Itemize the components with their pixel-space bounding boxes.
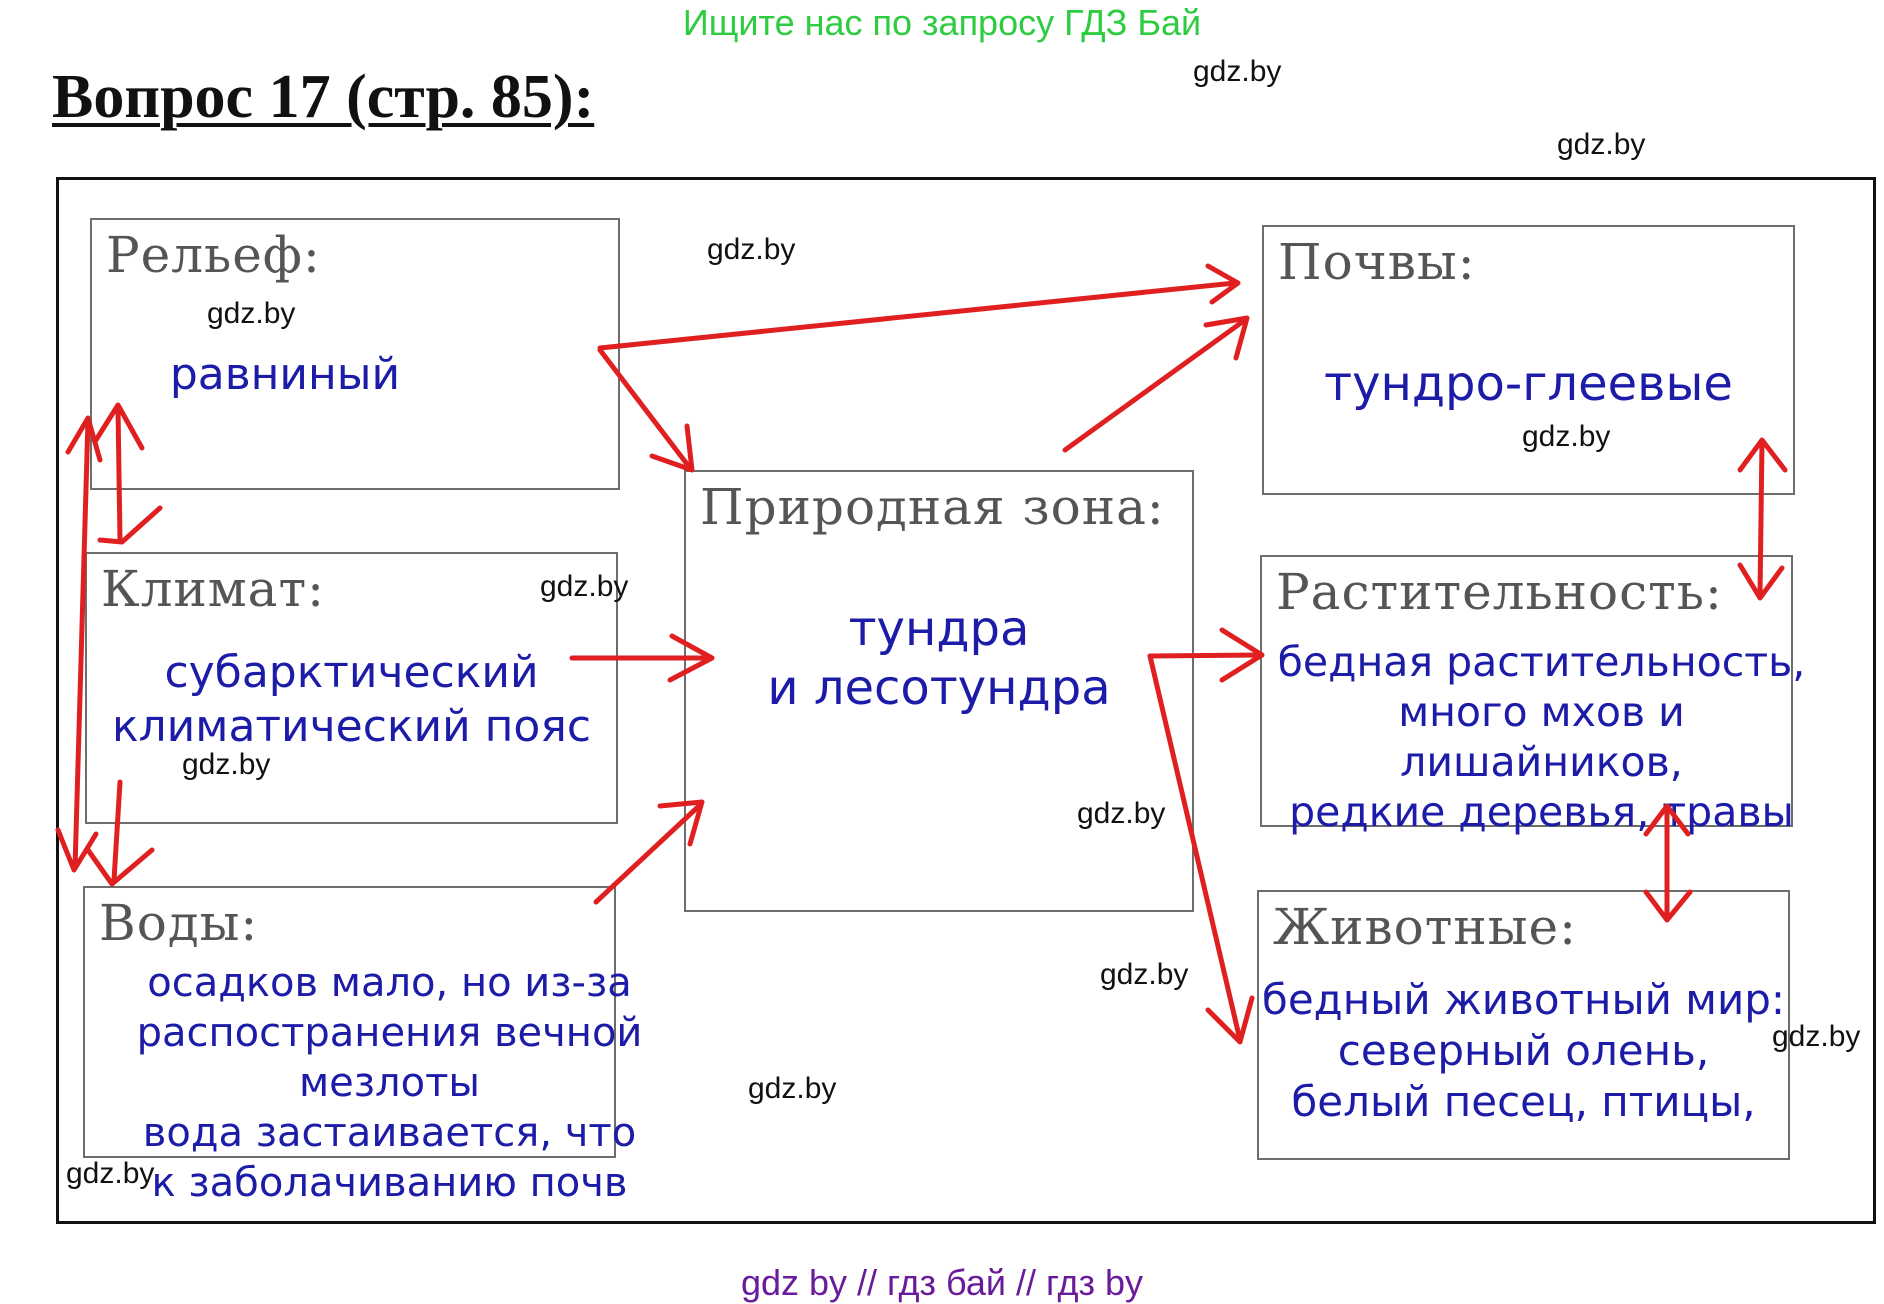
animals-label: Животные: <box>1273 898 1577 956</box>
animals-text-line: северный олень, <box>1337 1026 1710 1076</box>
climate-text: субарктический климатический пояс <box>87 646 616 753</box>
zone-box: Природная зона: тундра и лесотундра <box>684 470 1194 912</box>
vegetation-text-line: редкие деревья, травы <box>1289 788 1794 837</box>
watermark: gdz.by <box>707 233 796 266</box>
arrow-waters-zone <box>593 799 705 905</box>
vegetation-box: Растительность: бедная растительность, м… <box>1260 555 1805 836</box>
relief-text: равниный <box>169 349 401 400</box>
watermark: gdz.by <box>1557 128 1646 161</box>
vegetation-text-line: много мхов и лишайников, <box>1398 688 1685 787</box>
watermark: gdz.by <box>748 1072 837 1105</box>
relief-label: Рельеф: <box>106 226 321 284</box>
waters-text: осадков мало, но из-за распостранения ве… <box>65 958 714 1208</box>
animals-text-line: бедный животный мир: <box>1261 975 1786 1024</box>
animals-text: бедный животный мир: северный олень, бел… <box>1259 974 1788 1128</box>
arrow-relief-zone <box>597 347 695 473</box>
watermark: gdz.by <box>1772 1020 1861 1053</box>
arrow-climate-zone <box>569 633 715 683</box>
promo-note: Ищите нас по запросу ГДЗ Бай <box>682 2 1202 43</box>
zone-text-line: и лесотундра <box>767 659 1111 716</box>
arrow-relief-soils <box>597 263 1241 351</box>
relief-box: Рельеф: равниный <box>90 218 620 490</box>
waters-box: Воды: осадков мало, но из-за распостране… <box>83 886 642 1206</box>
watermark: gdz.by <box>1100 958 1189 991</box>
waters-text-line: вода застаивается, что <box>142 1110 637 1156</box>
climate-text-line: климатический пояс <box>111 700 592 752</box>
zone-text-line: тундра <box>848 601 1030 657</box>
watermark: gdz.by <box>540 570 629 603</box>
arrow-vegetation-animals <box>1643 803 1693 923</box>
watermark: gdz.by <box>66 1157 155 1190</box>
arrow-zone-animals <box>1147 653 1255 1045</box>
soils-box: Почвы: тундро-глеевые <box>1262 225 1795 495</box>
climate-label: Климат: <box>101 560 325 618</box>
watermark: gdz.by <box>1522 420 1611 453</box>
diagram-frame <box>56 177 1876 1224</box>
watermark: gdz.by <box>182 748 271 781</box>
watermark: gdz.by <box>1077 797 1166 830</box>
watermark: gdz.by <box>207 297 296 330</box>
waters-text-line: к заболачиванию почв <box>151 1160 628 1206</box>
arrow-relief-waters <box>55 415 103 873</box>
soils-label: Почвы: <box>1278 233 1476 291</box>
zone-label: Природная зона: <box>700 478 1165 536</box>
arrow-zone-soils <box>1062 315 1250 453</box>
arrow-soils-vegetation <box>1737 437 1788 601</box>
vegetation-text-line: бедная растительность, <box>1277 638 1806 686</box>
footer-text: gdz by // гдз бай // гдз by <box>740 1262 1144 1303</box>
waters-label: Воды: <box>99 894 259 952</box>
arrow-climate-waters <box>85 779 155 887</box>
vegetation-text: бедная растительность, много мхов и лиша… <box>1252 637 1831 837</box>
climate-box: Климат: субарктический климатический поя… <box>85 552 618 824</box>
animals-box: Животные: бедный животный мир: северный … <box>1257 890 1790 1160</box>
arrow-relief-climate <box>93 402 163 545</box>
vegetation-label: Растительность: <box>1276 563 1723 621</box>
animals-text-line: белый песец, птицы, <box>1291 1077 1756 1127</box>
climate-text-line: субарктический <box>164 647 539 698</box>
waters-text-line: распостранения вечной мезлоты <box>136 1010 643 1106</box>
zone-text: тундра и лесотундра <box>686 600 1192 717</box>
soils-text: тундро-глеевые <box>1324 356 1733 412</box>
watermark: gdz.by <box>1193 55 1282 88</box>
arrow-zone-vegetation <box>1147 627 1265 683</box>
waters-text-line: осадков мало, но из-за <box>147 960 632 1006</box>
question-title: Вопрос 17 (стр. 85): <box>52 63 595 131</box>
